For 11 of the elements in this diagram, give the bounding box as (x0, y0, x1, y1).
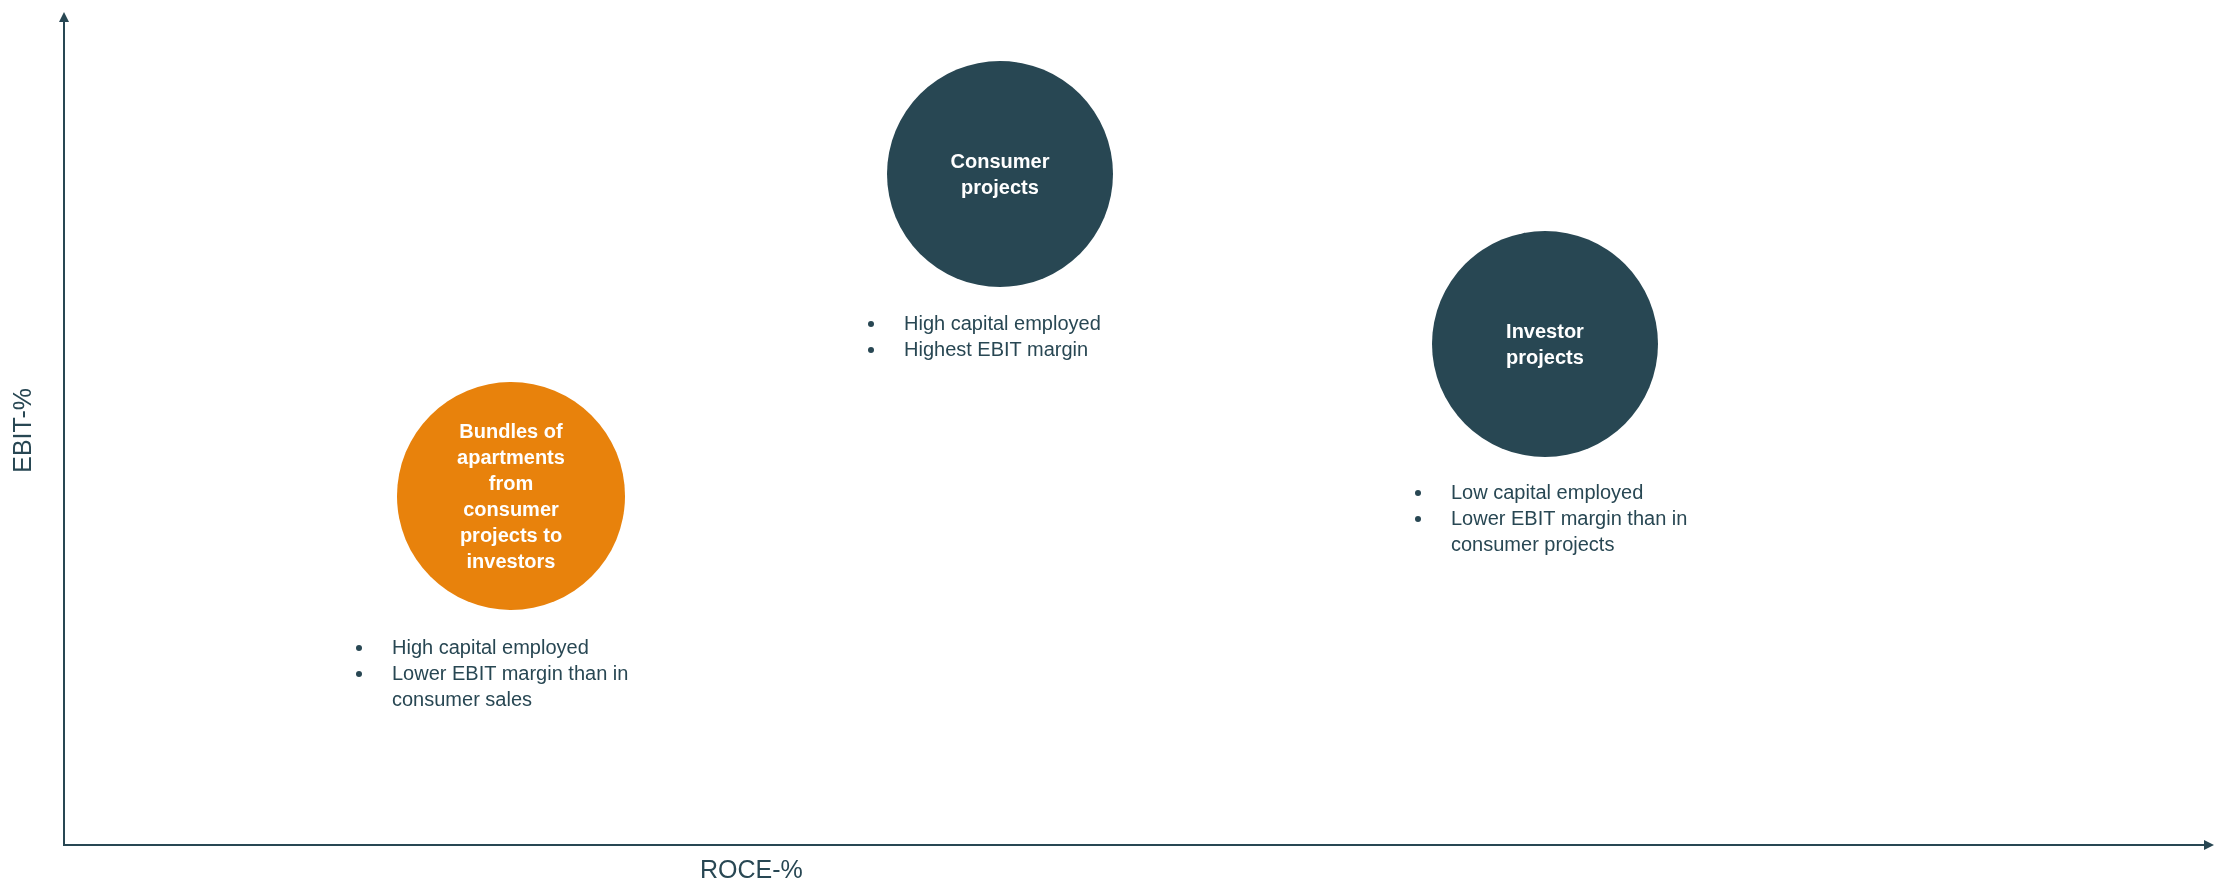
circle-label: Investor projects (1505, 319, 1585, 370)
bullet-text: Lower EBIT margin than in consumer projects (1451, 507, 1688, 555)
bullet-text: High capital employed (904, 312, 1101, 334)
bullet-text: Highest EBIT margin (904, 338, 1089, 360)
circle-label: Bundles of apartments from consumer projects to investors (456, 419, 566, 574)
bullet-text: Lower EBIT margin than in consumer sales (392, 662, 629, 710)
bullet-text: Low capital employed (1451, 481, 1644, 503)
x-axis-label: ROCE-% (700, 855, 803, 884)
y-axis-label: EBIT-% (8, 387, 37, 473)
circle-label: Consumer projects (949, 149, 1051, 200)
bullet-text: High capital employed (392, 636, 589, 658)
